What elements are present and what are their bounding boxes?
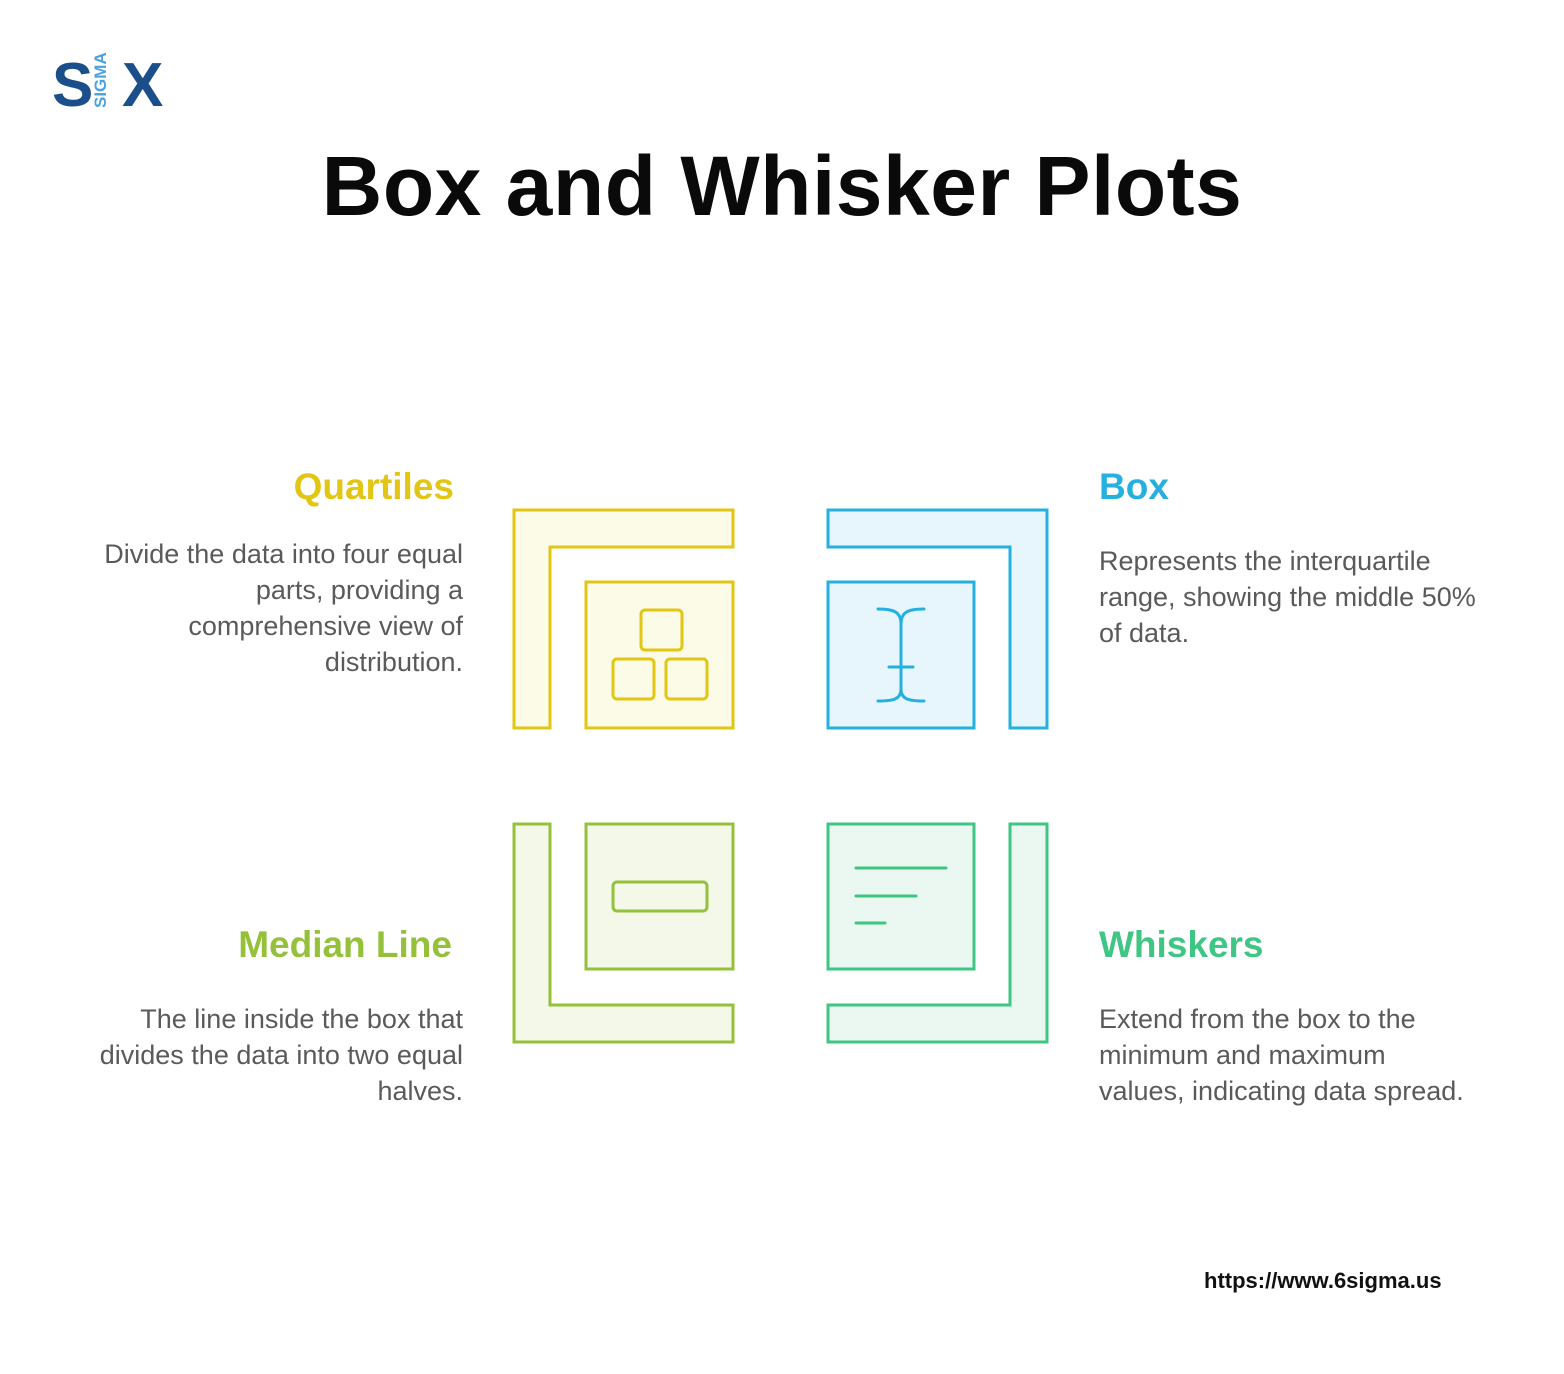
website-link[interactable]: https://www.6sigma.us [1204, 1268, 1442, 1293]
text-cursor-icon [876, 607, 926, 703]
whiskers-heading: Whiskers [1099, 924, 1264, 965]
median-desc-line: divides the data into two equal [99, 1040, 463, 1070]
quartiles-outer-frame [512, 508, 735, 730]
whiskers-outer-frame [826, 822, 1049, 1044]
box-desc-line: Represents the interquartile [1099, 546, 1431, 576]
whiskers-desc-line: values, indicating data spread. [1099, 1076, 1464, 1106]
align-left-icon [854, 866, 948, 925]
whiskers-desc-line: Extend from the box to the [1099, 1004, 1416, 1034]
median-frame [512, 822, 735, 1044]
whiskers-description: Extend from the box to the minimum and m… [1099, 1001, 1549, 1109]
box-description: Represents the interquartile range, show… [1099, 543, 1539, 651]
median-description: The line inside the box that divides the… [3, 1001, 463, 1109]
logo-letter-s: S [52, 51, 93, 112]
sixsigma-logo: S SIGMA X [52, 51, 163, 112]
median-heading: Median Line [238, 924, 452, 965]
box-outer-frame [826, 508, 1049, 730]
median-inner-box [584, 822, 735, 971]
box-heading: Box [1099, 466, 1169, 507]
median-desc-line: The line inside the box that [140, 1004, 463, 1034]
logo-sigma-text: SIGMA [91, 52, 110, 108]
box-desc-line: of data. [1099, 618, 1190, 648]
box-desc-line: range, showing the middle 50% [1099, 582, 1476, 612]
median-outer-frame [512, 822, 735, 1044]
median-desc-line: halves. [377, 1076, 463, 1106]
box-frame [826, 508, 1049, 730]
whiskers-frame [826, 822, 1049, 1044]
quartiles-desc-line: parts, providing a [255, 575, 463, 605]
minus-bar-icon [611, 880, 709, 913]
logo-letter-x: X [122, 51, 163, 112]
quartiles-inner-box [584, 580, 735, 730]
blocks-icon [611, 608, 709, 701]
quartiles-desc-line: Divide the data into four equal [104, 539, 463, 569]
quartiles-desc-line: distribution. [324, 647, 463, 677]
whiskers-desc-line: minimum and maximum [1099, 1040, 1386, 1070]
quartiles-description: Divide the data into four equal parts, p… [23, 536, 463, 680]
page-title: Box and Whisker Plots [321, 139, 1243, 233]
quartiles-desc-line: comprehensive view of [188, 611, 463, 641]
quartiles-heading: Quartiles [293, 466, 454, 507]
quartiles-frame [512, 508, 735, 730]
